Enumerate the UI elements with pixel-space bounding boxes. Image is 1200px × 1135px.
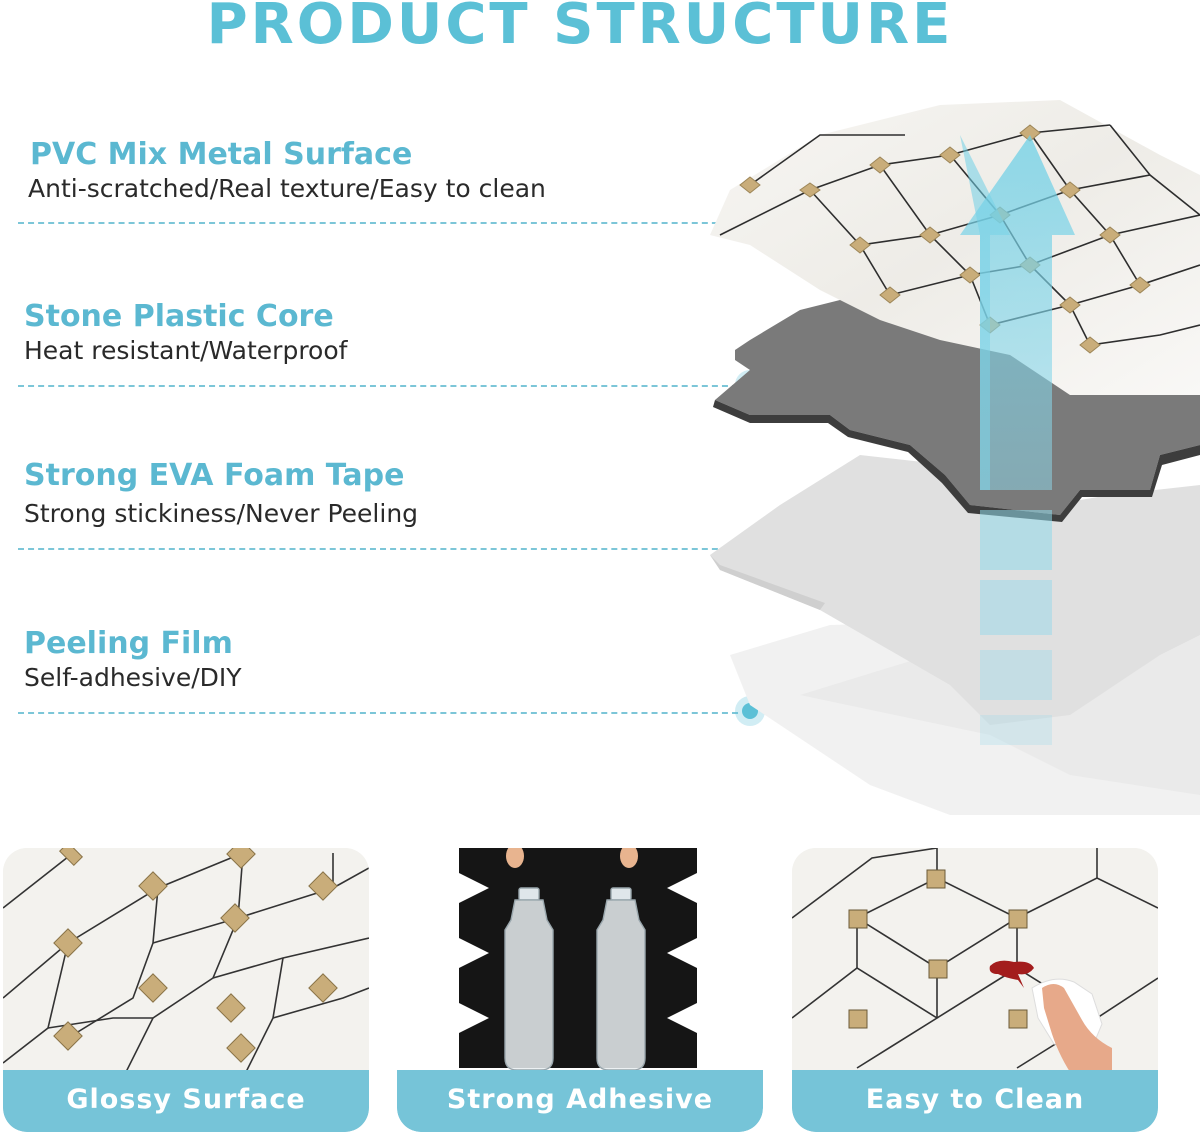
feature-card-clean: Easy to Clean (792, 848, 1158, 1132)
hand-icon (506, 848, 638, 868)
water-bottle-icon (504, 887, 554, 1071)
layer-description: Anti-scratched/Real texture/Easy to clea… (28, 174, 546, 203)
layer-description: Heat resistant/Waterproof (24, 336, 348, 365)
feature-card-adhesive: Strong Adhesive (397, 848, 763, 1132)
marble-tile-image (3, 848, 369, 1078)
foam-tape-layer (710, 455, 1200, 725)
feature-label: Easy to Clean (792, 1070, 1158, 1132)
layer-title: Strong EVA Foam Tape (24, 458, 405, 493)
layer-peeling-film: Peeling Film Self-adhesive/DIY (24, 626, 242, 694)
feature-label: Strong Adhesive (397, 1070, 763, 1132)
arrow-up-icon (960, 135, 1075, 745)
leader-line (18, 385, 738, 387)
feature-label: Glossy Surface (3, 1070, 369, 1132)
layer-title: Stone Plastic Core (24, 299, 334, 334)
layer-title: Peeling Film (24, 626, 233, 661)
page-title: PRODUCT STRUCTURE (206, 0, 954, 57)
cleaning-demo-image (792, 848, 1158, 1078)
stain-icon (989, 960, 1034, 988)
layer-foam-tape: Strong EVA Foam Tape Strong stickiness/N… (24, 458, 418, 530)
layer-surface: PVC Mix Metal Surface Anti-scratched/Rea… (28, 137, 546, 205)
feature-card-glossy: Glossy Surface (3, 848, 369, 1132)
layer-title: PVC Mix Metal Surface (30, 137, 413, 172)
layer-core: Stone Plastic Core Heat resistant/Waterp… (24, 299, 347, 367)
hand-with-cloth-icon (1031, 978, 1112, 1078)
surface-layer (710, 100, 1200, 395)
adhesive-demo-image (397, 848, 763, 1078)
water-bottle-icon (596, 887, 646, 1071)
leader-line (18, 222, 738, 224)
layer-description: Strong stickiness/Never Peeling (24, 499, 419, 528)
leader-line (18, 712, 738, 714)
exploded-layer-diagram (710, 100, 1200, 815)
layer-description: Self-adhesive/DIY (24, 663, 242, 692)
leader-line (18, 548, 738, 550)
